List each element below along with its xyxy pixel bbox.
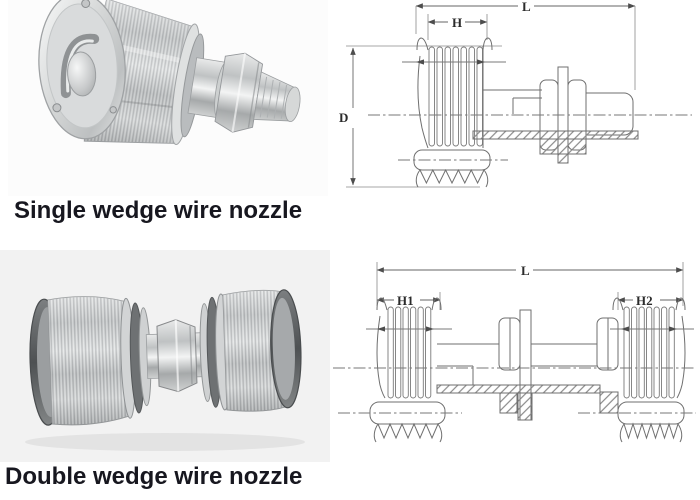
hatch-block-left [499,392,518,414]
dimension-diameter-D: D [339,45,502,188]
center-dome [67,51,97,97]
dimension-screen-H: H [427,14,488,40]
nut-section-hatch [539,138,587,155]
left-screen-unit [29,296,152,426]
screw [52,103,62,113]
label-L: L [521,263,530,278]
dimension-right-screen-H2: H2 [617,292,684,310]
single-nozzle [38,0,301,146]
single-nozzle-caption: Single wedge wire nozzle [14,197,303,224]
right-screen-section [578,297,696,443]
single-nozzle-photo [8,0,328,196]
screen-section [402,37,506,149]
label-D: D [339,110,348,125]
single-nozzle-drawing: L H D [339,0,692,188]
screw [81,0,91,8]
tab-section-hatch [557,153,569,164]
double-nozzle-caption: Double wedge wire nozzle [5,463,303,490]
hatch-block-right [599,391,619,414]
mounting-plate [472,130,639,140]
threaded-shank [187,52,301,133]
screw [109,106,117,114]
front-flange-disc [38,0,126,140]
right-screen-unit [199,289,302,412]
left-screen-section [338,297,462,443]
double-nozzle-photo [0,250,330,462]
pipe-end [586,92,634,136]
label-H2: H2 [636,293,653,308]
hatch-block-center [517,392,533,421]
double-nozzle-drawing: L H1 H2 [333,262,696,443]
center-assembly [436,309,619,421]
label-H: H [452,15,462,30]
label-H1: H1 [397,293,414,308]
mounting-plate [436,384,601,394]
center-shaft [145,319,209,393]
dimension-length-L: L [415,0,636,90]
shadow [25,433,305,451]
right-serrations [623,422,679,440]
double-nozzle [29,289,302,426]
left-serrations [377,422,439,440]
collar-serrations [398,149,508,188]
label-L: L [522,0,531,14]
